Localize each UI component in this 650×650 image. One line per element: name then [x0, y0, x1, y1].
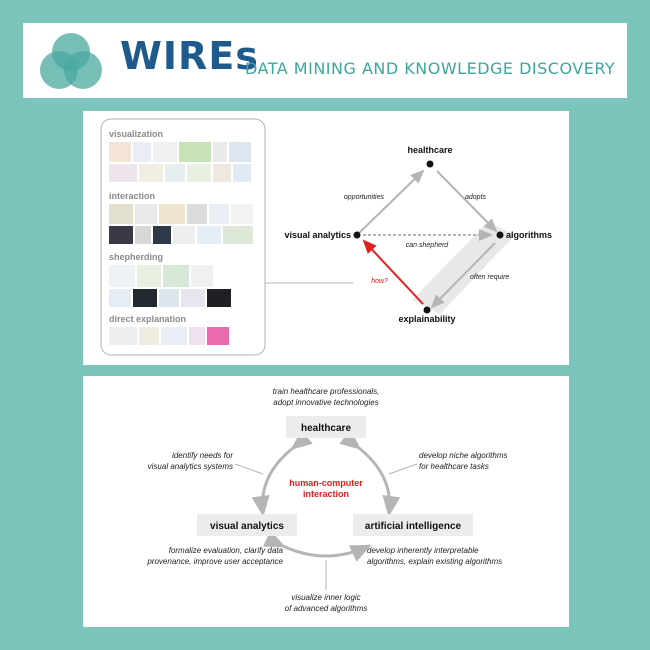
note-left-upper-line2: visual analytics systems [148, 462, 233, 471]
note-right-lower-line2: algorithms, explain existing algorithms [367, 557, 502, 566]
edge-adopts [436, 170, 498, 233]
edge-opportunities [358, 169, 425, 234]
visualization-thumbnails [109, 142, 251, 182]
note-right-upper-line1: develop niche algorithms [419, 451, 508, 460]
arc-bottom [262, 530, 372, 562]
node-artificial-intelligence: artificial intelligence [365, 521, 462, 532]
node-box-healthcare [286, 416, 366, 438]
note-left-upper-line1: identify needs for [172, 451, 233, 460]
note-left-lower-line1: formalize evaluation, clarify data [169, 546, 284, 555]
highlight-band [412, 222, 515, 314]
edge-label-often-require: often require [470, 274, 509, 281]
edge-how [362, 239, 424, 305]
node-visual-analytics [353, 231, 361, 239]
note-right-lower-line1: develop inherently interpretable [367, 546, 479, 555]
category-shepherding: shepherding [109, 252, 163, 262]
node-healthcare [426, 160, 434, 168]
node-box-ai [353, 514, 473, 536]
arc-left [251, 429, 313, 517]
node-algorithms [496, 231, 504, 239]
framework-diagram-panel: visualization interaction shepherding di… [83, 111, 569, 365]
shepherding-thumbnails [109, 265, 231, 307]
wires-logo-circles [40, 33, 102, 89]
category-direct-explanation: direct explanation [109, 314, 186, 324]
edge-label-can-shepherd: can shepherd [406, 242, 450, 249]
node-box-visual-analytics [197, 514, 297, 536]
node-label-algorithms: algorithms [506, 230, 552, 240]
node-label-visual-analytics: visual analytics [284, 230, 351, 240]
direct-explanation-thumbnails [109, 327, 229, 345]
arc-right [339, 429, 401, 517]
node-explainability [423, 306, 431, 314]
edge-label-how: how? [371, 278, 388, 285]
note-bottom-line2: of advanced algorithms [285, 604, 368, 613]
note-bottom-line1: visualize inner logic [291, 593, 360, 602]
journal-name: DATA MINING AND KNOWLEDGE DISCOVERY [245, 59, 616, 78]
edge-label-adopts: adopts [465, 194, 487, 201]
node-label-explainability: explainability [398, 314, 455, 324]
center-line1: human-computer [289, 478, 363, 488]
leader-left-upper [234, 463, 264, 475]
journal-banner: WIREs DATA MINING AND KNOWLEDGE DISCOVER… [23, 23, 627, 98]
center-line2: interaction [303, 489, 349, 499]
logo-word: WIREs [120, 34, 259, 78]
node-visual-analytics: visual analytics [210, 521, 284, 532]
category-visualization: visualization [109, 129, 163, 139]
node-label-healthcare: healthcare [407, 145, 452, 155]
category-interaction: interaction [109, 191, 155, 201]
note-top-line2: adopt innovative technologies [273, 398, 378, 407]
edge-label-opportunities: opportunities [344, 194, 385, 201]
note-top-line1: train healthcare professionals, [273, 387, 380, 396]
interaction-thumbnails [109, 204, 253, 244]
edge-often-require [430, 242, 496, 309]
note-right-upper-line2: for healthcare tasks [419, 462, 489, 471]
interaction-cycle-panel: train healthcare professionals, adopt in… [83, 376, 569, 627]
node-healthcare: healthcare [301, 423, 351, 434]
leader-right-upper [388, 463, 418, 475]
note-left-lower-line2: provenance, improve user acceptance [146, 557, 283, 566]
